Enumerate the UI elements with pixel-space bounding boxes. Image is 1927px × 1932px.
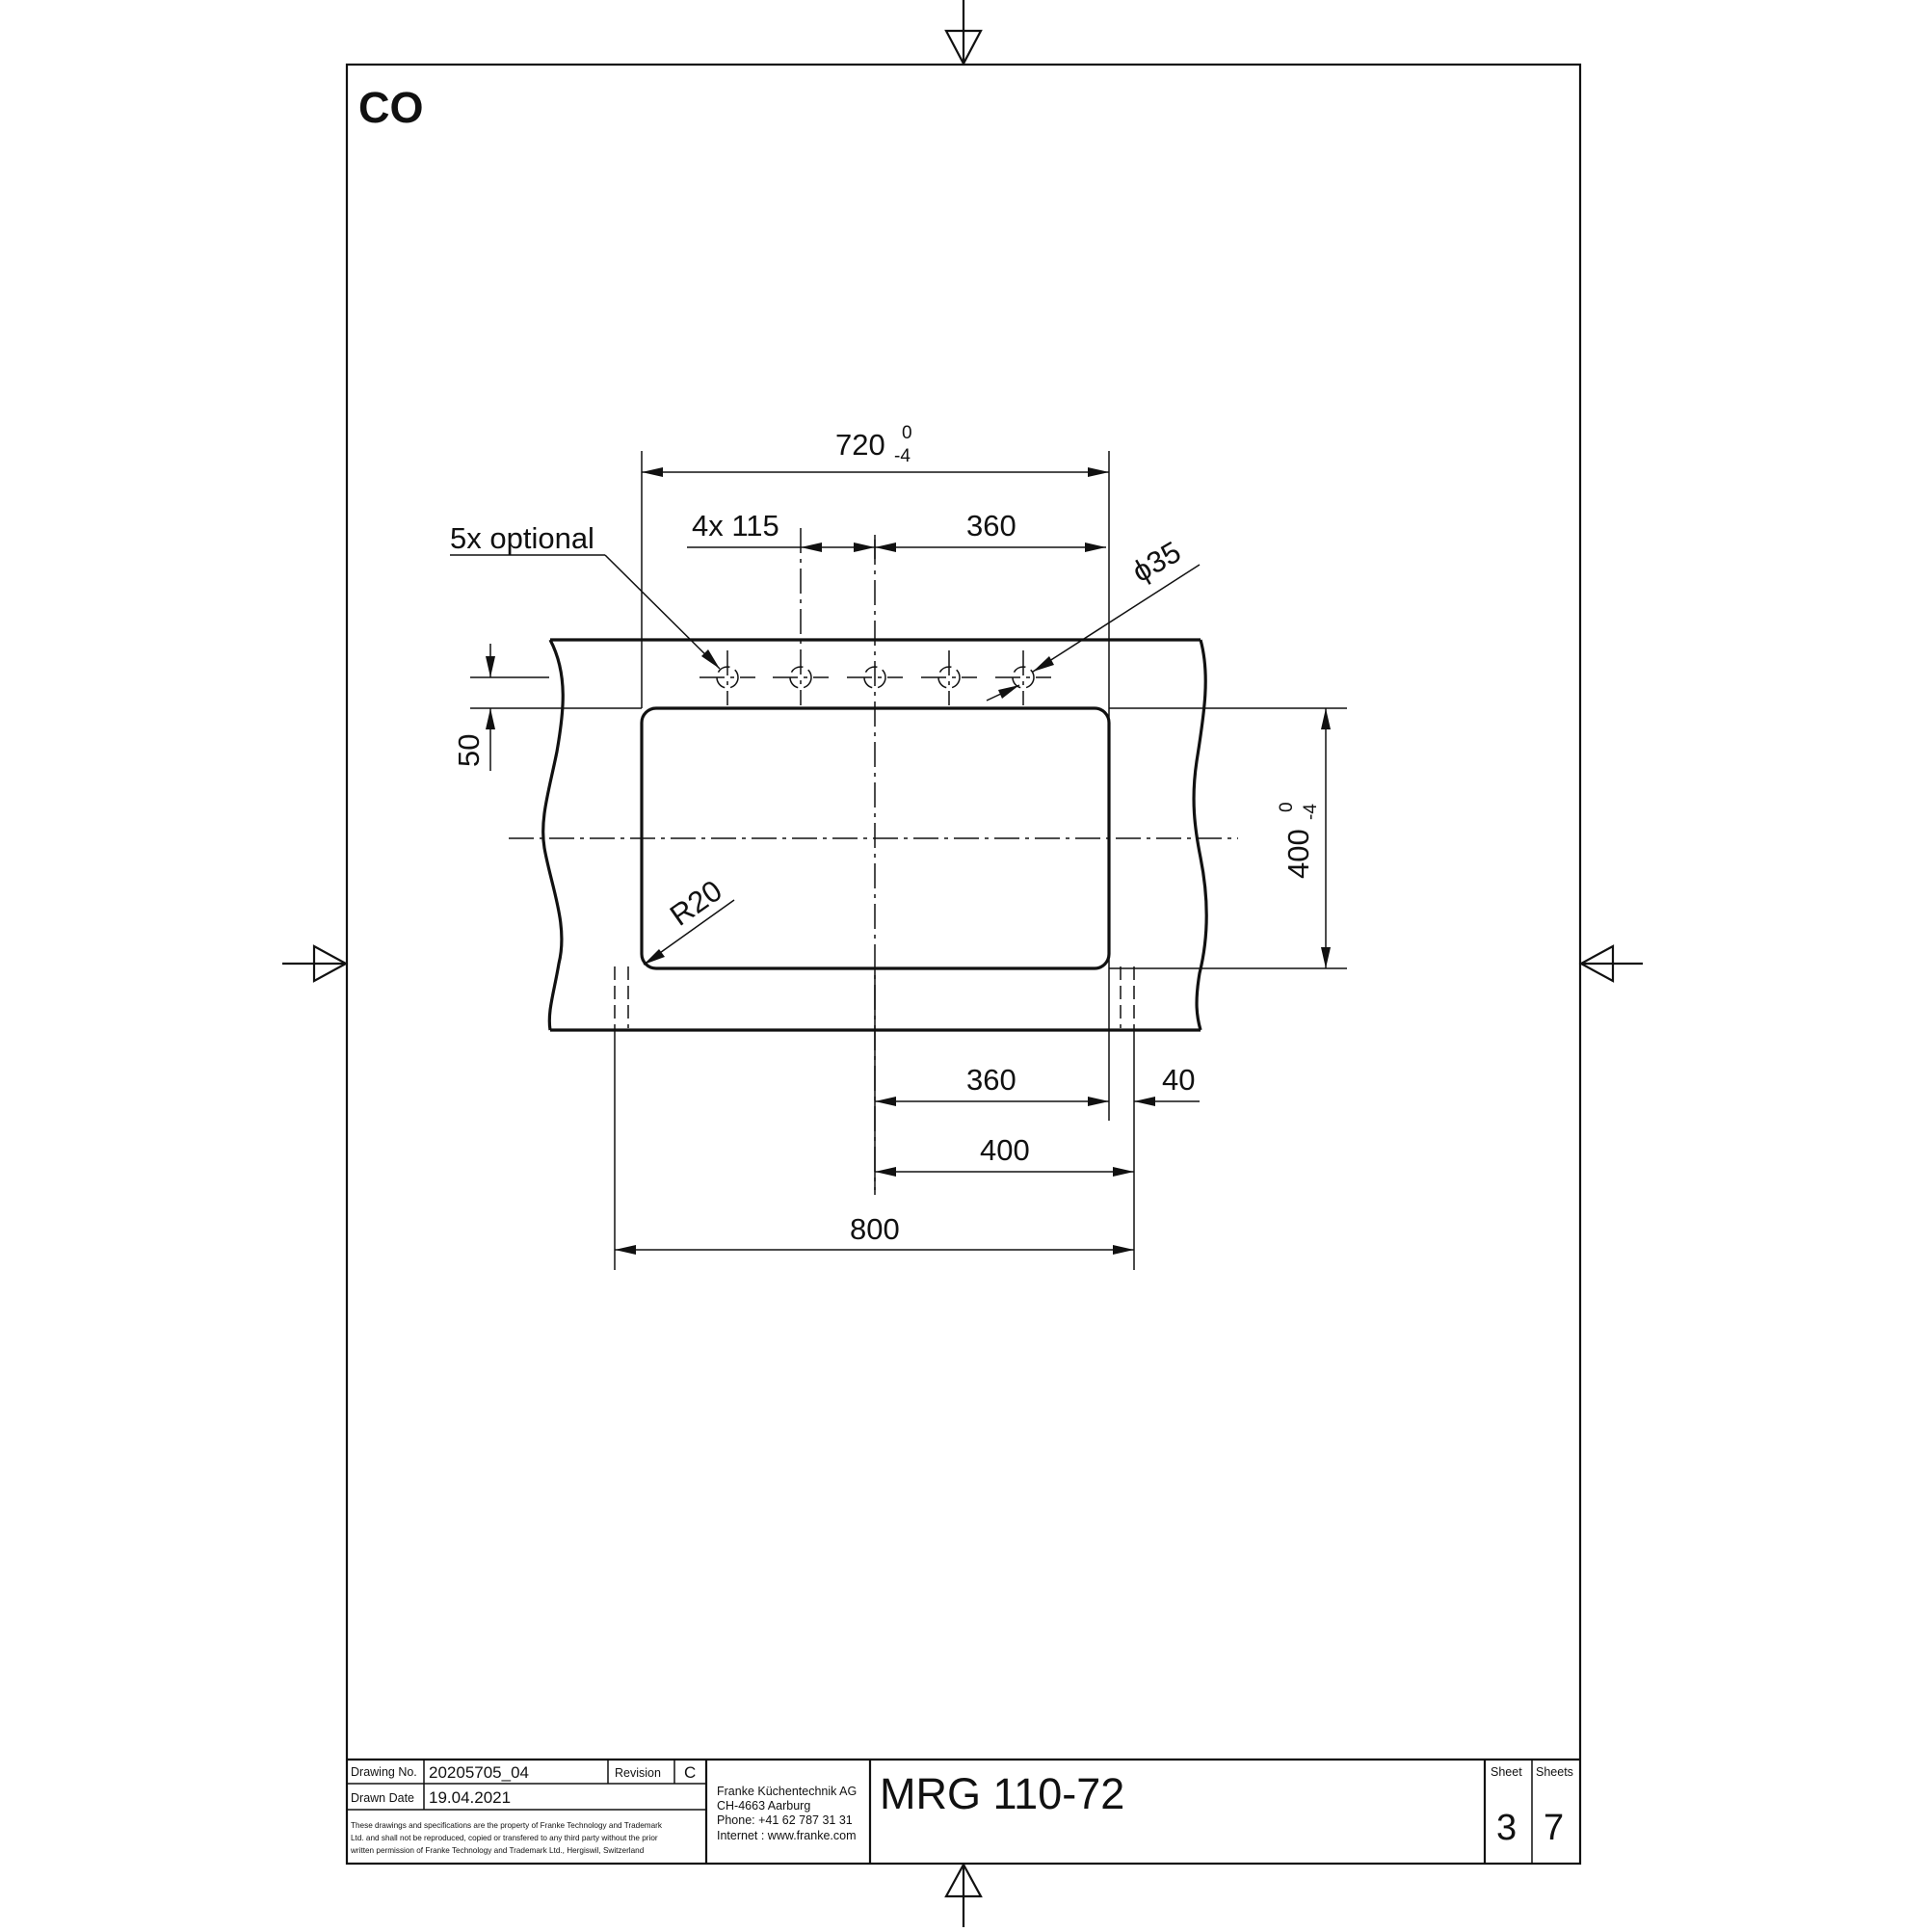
revision-value: C	[684, 1763, 696, 1782]
leader-hole-diameter: ϕ35	[986, 535, 1201, 701]
dim-width-cutout-tol-lower: -4	[894, 446, 911, 466]
dim-hole-spacing: 4x 115 360	[687, 509, 1106, 559]
tap-hole-2	[773, 528, 829, 705]
sheet-number: 3	[1496, 1808, 1517, 1848]
dim-half-cabinet: 400	[875, 1133, 1134, 1177]
hole-diameter-value: ϕ35	[1126, 535, 1186, 589]
dim-half-cabinet-value: 400	[980, 1133, 1030, 1167]
dim-cabinet-width-value: 800	[850, 1212, 900, 1246]
product-name: MRG 110-72	[880, 1769, 1124, 1818]
sheet-code: CO	[358, 83, 424, 132]
company-line-1: Franke Küchentechnik AG	[717, 1785, 857, 1798]
dim-hole-spacing-value: 4x 115	[692, 509, 779, 543]
company-line-3: Phone: +41 62 787 31 31	[717, 1813, 853, 1827]
sheets-total: 7	[1544, 1808, 1564, 1848]
dim-half-cutout-value: 360	[966, 1063, 1016, 1097]
cabinet-wall-left	[614, 966, 629, 1028]
centering-mark-bottom	[944, 1862, 983, 1927]
company-line-2: CH-4663 Aarburg	[717, 1799, 810, 1813]
dim-width-cutout: 720 0 -4	[642, 423, 1109, 477]
dim-height-cutout-tol-upper: 0	[1277, 802, 1297, 812]
drawing-no-label: Drawing No.	[351, 1765, 417, 1779]
drawing-no-value: 20205705_04	[429, 1763, 529, 1782]
centering-mark-left	[282, 944, 349, 983]
revision-label: Revision	[615, 1766, 661, 1780]
drawn-date-value: 19.04.2021	[429, 1788, 511, 1807]
drawn-date-label: Drawn Date	[351, 1791, 414, 1805]
dim-hole-to-edge-value: 360	[966, 509, 1016, 543]
sheet-frame	[345, 63, 1582, 1866]
tap-hole-3	[847, 666, 903, 689]
optional-note: 5x optional	[450, 521, 594, 555]
dim-hole-offset-value: 50	[452, 734, 486, 767]
dim-width-cutout-value: 720	[835, 428, 885, 462]
cabinet-wall-right	[1120, 966, 1135, 1028]
centering-mark-right	[1578, 944, 1643, 983]
dim-hole-offset: 50	[452, 644, 495, 771]
dim-edge-gap-value: 40	[1162, 1063, 1195, 1097]
tap-hole-1	[700, 650, 755, 705]
disclaimer-line-2: Ltd. and shall not be reproduced, copied…	[351, 1834, 658, 1842]
dim-height-cutout: 400 0 -4	[1277, 708, 1331, 968]
corner-radius-value: R20	[664, 873, 728, 932]
leader-corner-radius: R20	[643, 873, 735, 966]
dim-edge-gap: 40	[1134, 1063, 1200, 1106]
extension-lines	[470, 451, 1347, 1270]
dim-width-cutout-tol-upper: 0	[902, 423, 912, 443]
dim-half-cutout: 360	[875, 1063, 1109, 1106]
disclaimer-line-1: These drawings and specifications are th…	[351, 1821, 663, 1830]
dim-height-cutout-value: 400	[1281, 829, 1315, 879]
tap-hole-5	[995, 650, 1051, 705]
dim-height-cutout-tol-lower: -4	[1301, 804, 1321, 820]
tap-hole-4	[921, 650, 977, 705]
disclaimer-line-3: written permission of Franke Technology …	[350, 1846, 645, 1855]
company-line-4: Internet : www.franke.com	[717, 1829, 857, 1842]
centering-mark-top	[944, 0, 983, 66]
sheets-label: Sheets	[1536, 1765, 1573, 1779]
leader-optional-holes: 5x optional	[450, 521, 721, 670]
title-block: Drawing No. 20205705_04 Revision C Drawn…	[347, 1758, 1580, 1864]
dim-cabinet-width: 800	[615, 1212, 1134, 1255]
sheet-label: Sheet	[1491, 1765, 1522, 1779]
